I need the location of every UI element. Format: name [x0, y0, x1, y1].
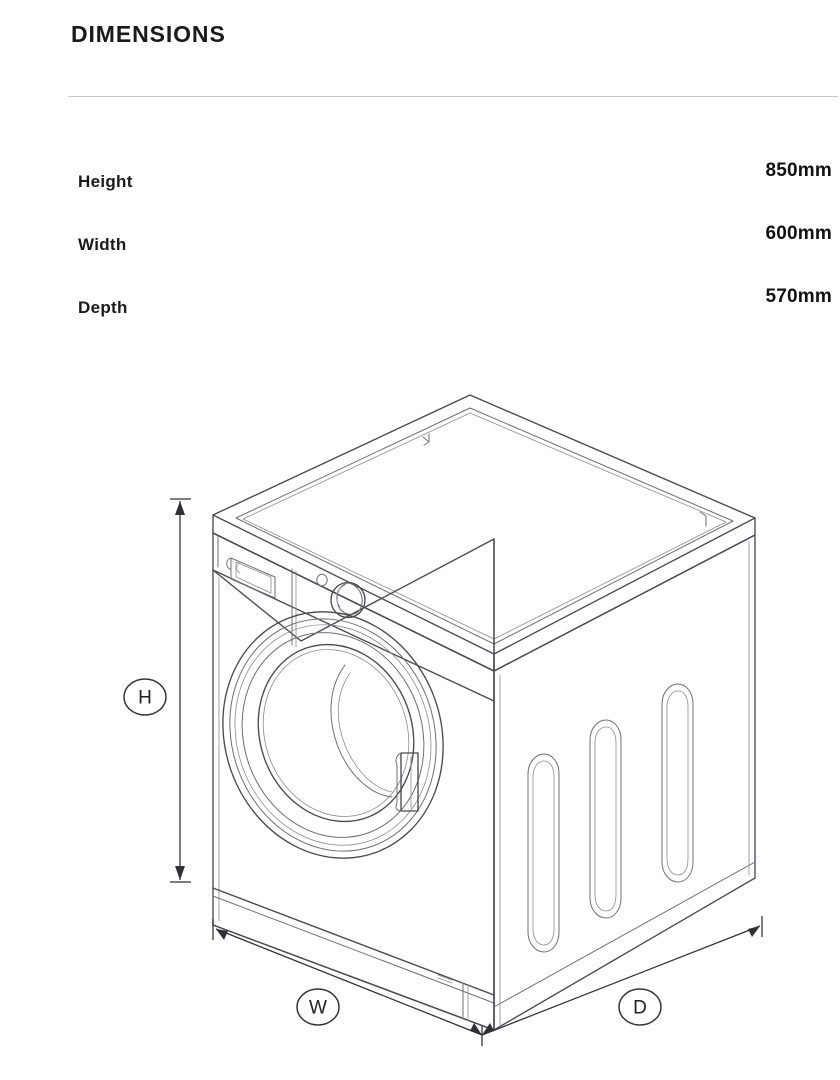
dimension-badge-height-label: H	[138, 688, 152, 709]
dimensions-spec-list: Height 850mm Width 600mm Depth 570mm	[0, 150, 840, 339]
header-divider	[68, 96, 838, 97]
dimension-line-height	[170, 498, 191, 883]
spec-row-height: Height 850mm	[0, 150, 840, 213]
base-plinth	[212, 887, 495, 1031]
side-vent-slot	[589, 719, 622, 919]
control-panel-display	[226, 557, 276, 599]
spec-label-height: Height	[78, 172, 133, 191]
dimension-badge-height: H	[123, 678, 167, 716]
spec-value-depth: 570mm	[765, 286, 832, 307]
spec-row-depth: Depth 570mm	[0, 276, 840, 339]
spec-row-width: Width 600mm	[0, 213, 840, 276]
spec-value-width: 600mm	[765, 223, 832, 244]
porthole-door	[222, 611, 444, 859]
machine-front-panel	[212, 569, 495, 1031]
dimension-line-depth	[481, 916, 763, 1046]
program-selector-knob	[330, 581, 366, 619]
side-vent-slot	[661, 683, 694, 883]
spec-label-width: Width	[78, 235, 127, 254]
spec-value-height: 850mm	[765, 160, 832, 181]
side-vent-slot	[527, 753, 560, 953]
indicator-light-icon	[316, 573, 328, 587]
washing-machine-dimension-diagram: H W D	[0, 355, 840, 1080]
door-handle	[395, 752, 419, 812]
dimension-badge-depth: D	[618, 988, 662, 1026]
dimension-badge-width: W	[296, 988, 340, 1026]
page-title: DIMENSIONS	[71, 21, 226, 47]
dimension-badge-width-label: W	[309, 998, 327, 1019]
spec-label-depth: Depth	[78, 298, 128, 317]
dimension-line-width	[212, 919, 483, 1036]
machine-side-panel	[493, 534, 756, 1031]
dimension-badge-depth-label: D	[633, 998, 647, 1019]
